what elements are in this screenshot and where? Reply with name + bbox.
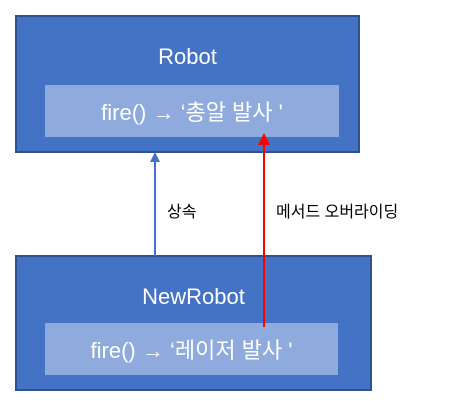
parent-class-name: Robot bbox=[158, 44, 217, 69]
child-class-method: fire() → ‘레이저 발사 ' bbox=[45, 323, 338, 375]
parent-class-method: fire() → ‘총알 발사 ' bbox=[45, 85, 339, 137]
child-class-box: NewRobot fire() → ‘레이저 발사 ' bbox=[15, 255, 372, 391]
child-class-name: NewRobot bbox=[142, 284, 245, 309]
parent-class-box: Robot fire() → ‘총알 발사 ' bbox=[15, 15, 360, 153]
override-label: 메서드 오버라이딩 bbox=[276, 204, 399, 221]
inheritance-label: 상속 bbox=[167, 204, 197, 221]
